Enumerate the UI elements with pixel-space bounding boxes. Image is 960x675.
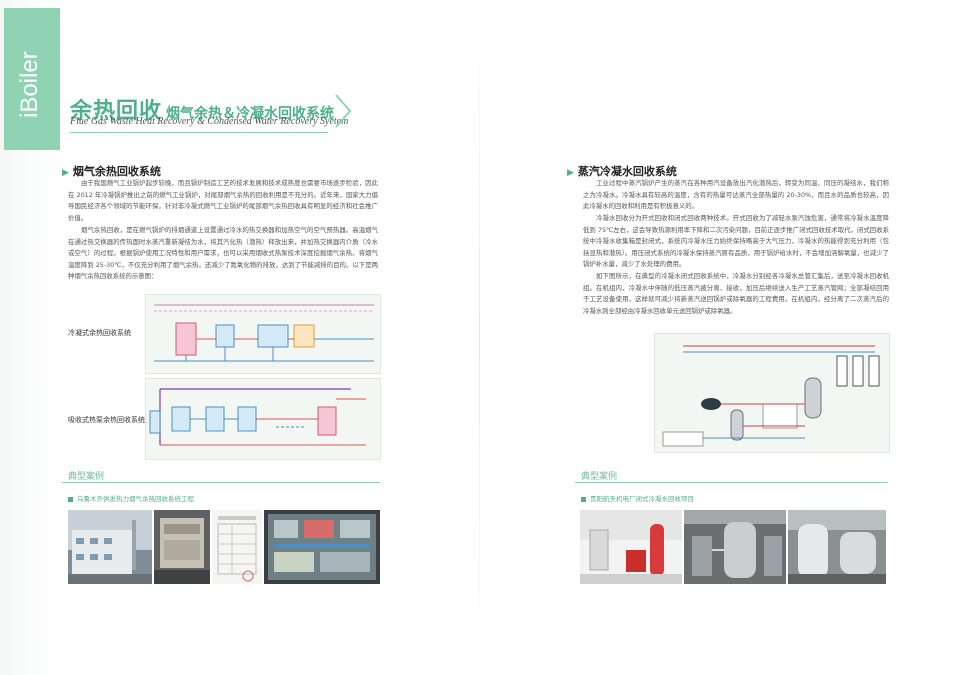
condensing-recovery-diagram [145,294,381,374]
left-section-title: ▶烟气余热回收系统 [62,165,161,178]
right-section-title: ▶蒸汽冷凝水回收系统 [567,165,677,178]
square-bullet-icon [581,496,586,502]
chevron-bullet-icon: ▶ [62,168,69,178]
diagram2-label: 吸收式热泵余热回收系统 [68,416,145,424]
left-case-title: 典型案例 [68,472,105,482]
right-case-title: 典型案例 [581,472,618,482]
right-photo-tanks [684,510,786,584]
chevron-bullet-icon: ▶ [567,168,574,178]
left-photo-building [68,510,152,584]
brand-tab [4,8,60,150]
page-header: 余热回收烟气余热＆冷凝水回收系统 [70,93,334,125]
brand-vertical-text: iBoiler [16,51,43,119]
chevron-right-icon [335,94,352,128]
right-case-underline [575,482,888,483]
left-paragraph-1: 由于我国燃气工业锅炉起步较晚，而且锅炉制造工艺的技术发展和技术成熟度也需要市场逐… [68,179,378,222]
left-case-subtitle: 乌鲁木齐供发热力烟气余热回收系统工程 [68,493,194,503]
diagram1-label: 冷凝式余热回收系统 [68,329,131,337]
header-title-english: Flue Gas Waste Heat Recovery & Condensed… [70,116,349,127]
left-photo-control-screen [264,510,380,584]
header-underline [70,132,328,133]
heat-pump-recovery-diagram [145,378,381,460]
right-case-subtitle: 贵阳航天机电厂闭式冷凝水回收项目 [581,493,694,503]
header-title-sub: 烟气余热＆冷凝水回收系统 [166,106,335,122]
left-paragraph-2: 烟气余热回收，是在燃气锅炉的排烟通道上设置通过冷水的热交换器和加热空气的空气预热… [68,226,378,281]
condensate-recovery-diagram [654,333,890,453]
square-bullet-icon [68,496,73,502]
right-paragraph-1: 工业过程中蒸汽锅炉产生的蒸汽在各种用汽设备放出汽化潜热后，转变为同温、同压的凝结… [583,179,889,211]
right-paragraph-3: 如下图所示，在典型的冷凝水闭式回收系统中，冷凝水分别经各冷凝水总管汇集后，送至冷… [583,272,889,315]
right-photo-pump-unit [580,510,682,584]
left-photo-document [212,510,262,584]
left-photo-equipment [154,510,210,584]
page-fold-divider [479,10,480,665]
header-title-main: 余热回收 [70,99,163,124]
left-case-underline [62,482,380,483]
right-photo-vessels [788,510,886,584]
right-paragraph-2: 冷凝水回收分为开式回收和闭式回收两种技术。开式回收为了减轻水泵汽蚀危害，通常将冷… [583,214,889,269]
